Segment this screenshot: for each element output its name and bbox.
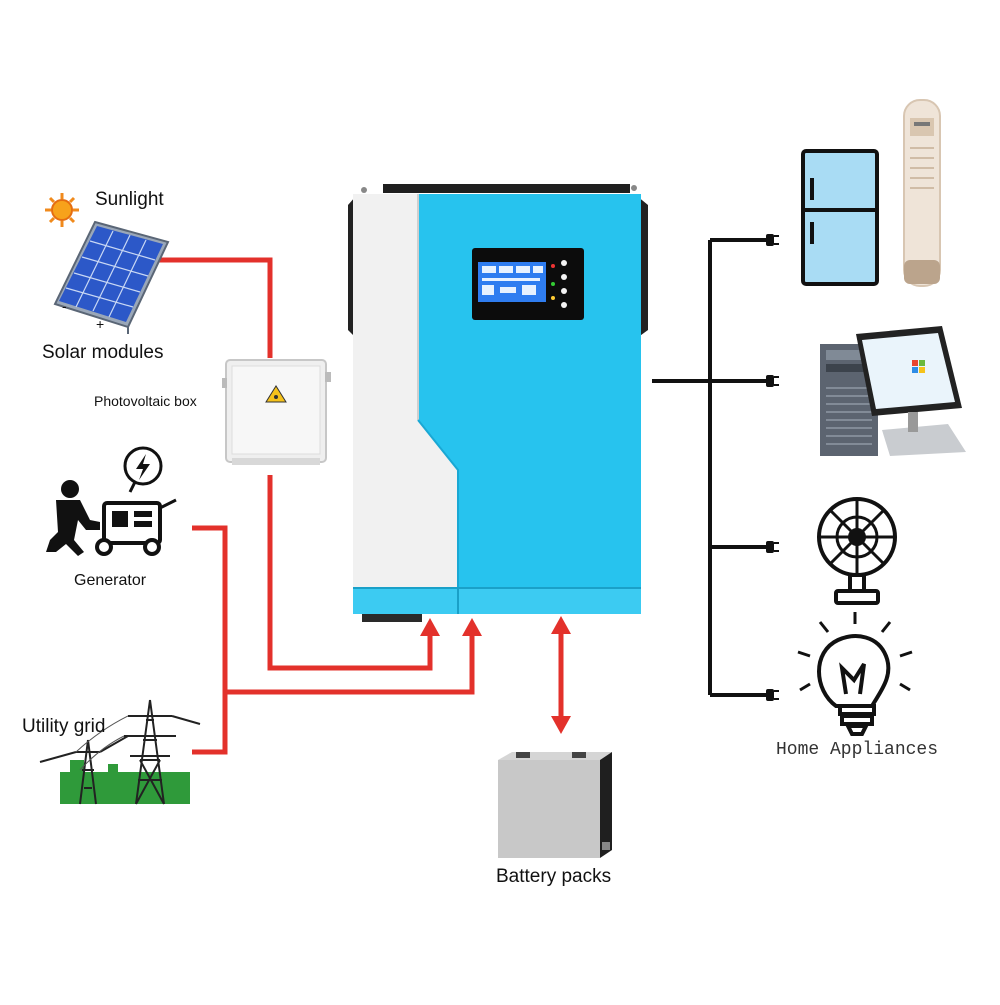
junction-box-icon xyxy=(222,359,331,465)
generator-label: Generator xyxy=(74,572,147,589)
sun-icon xyxy=(45,193,79,227)
gen-grid-to-inverter-line xyxy=(225,632,475,695)
grid-arrowhead xyxy=(462,618,482,636)
pv-box-label: Photovoltaic box xyxy=(94,393,197,409)
battery-icon xyxy=(498,752,612,858)
transmission-tower-icon xyxy=(39,699,201,805)
plug-icons xyxy=(766,234,779,701)
computer-icon xyxy=(820,326,966,456)
arrowheads xyxy=(420,616,571,734)
plug-icon xyxy=(766,541,779,553)
utility-grid-label: Utility grid xyxy=(22,716,106,737)
battery-arrowhead-down xyxy=(551,716,571,734)
solar-panel-icon xyxy=(53,220,170,334)
solar-minus-label: - xyxy=(62,298,67,314)
plug-icon xyxy=(766,375,779,387)
inverter-unit xyxy=(348,184,648,622)
battery-arrowhead-up xyxy=(551,616,571,634)
pv-arrowhead xyxy=(420,618,440,636)
input-wiring xyxy=(152,257,564,755)
light-bulb-icon xyxy=(797,612,913,736)
output-wiring xyxy=(652,238,766,697)
sunlight-label: Sunlight xyxy=(95,189,164,210)
plug-icon xyxy=(766,234,779,246)
generator-icon xyxy=(46,446,177,556)
generator-line xyxy=(192,525,228,755)
solar-modules-label: Solar modules xyxy=(42,342,164,363)
solar-plus-label: + xyxy=(96,316,105,332)
battery-packs-label: Battery packs xyxy=(496,866,612,887)
solar-to-pvbox-line xyxy=(152,257,273,358)
pvbox-to-inverter-line xyxy=(267,475,433,671)
fan-icon xyxy=(817,497,897,605)
plug-icon xyxy=(766,689,779,701)
home-appliances-label: Home Appliances xyxy=(776,740,939,760)
air-conditioner-icon xyxy=(903,99,941,287)
lcd-buttons xyxy=(551,260,567,308)
refrigerator-icon xyxy=(801,149,879,286)
